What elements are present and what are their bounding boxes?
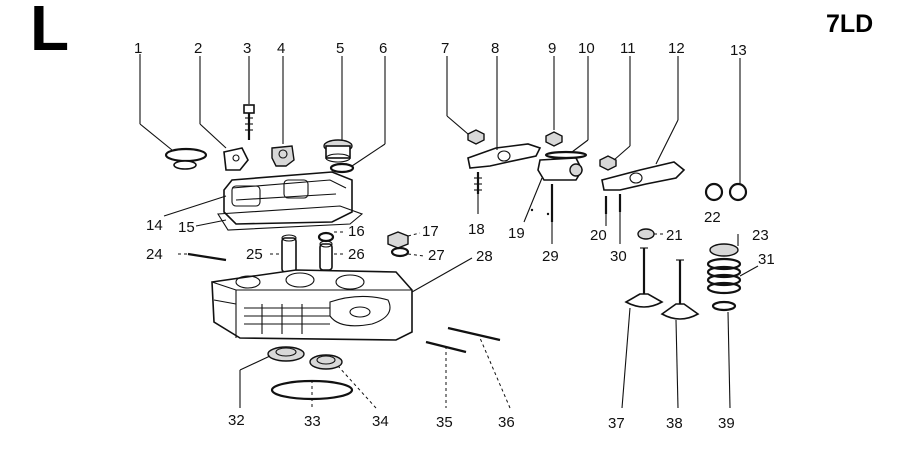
part-37-valve xyxy=(624,247,664,308)
callout-29: 29 xyxy=(542,248,559,265)
callout-1: 1 xyxy=(134,40,142,57)
part-3-bolt xyxy=(243,104,255,114)
part-39-spring-washer xyxy=(711,300,737,312)
callout-20: 20 xyxy=(590,227,607,244)
callout-2: 2 xyxy=(194,40,202,57)
callout-31: 31 xyxy=(758,251,775,268)
part-34-seat-ring xyxy=(309,354,343,370)
callout-12: 12 xyxy=(668,40,685,57)
part-21-valve-cap xyxy=(637,228,655,240)
part-17-nut xyxy=(387,231,409,249)
part-1-seal-ring xyxy=(164,147,208,163)
part-23-spring-retainer xyxy=(709,243,739,257)
callout-30: 30 xyxy=(610,248,627,265)
callout-4: 4 xyxy=(277,40,285,57)
callout-28: 28 xyxy=(476,248,493,265)
callout-32: 32 xyxy=(228,412,245,429)
callout-25: 25 xyxy=(246,246,263,263)
part-31-valve-spring xyxy=(706,257,742,295)
part-19-rocker-support xyxy=(537,157,583,181)
part-22-seal xyxy=(704,182,724,202)
leader-lines xyxy=(139,54,759,410)
callout-34: 34 xyxy=(372,413,389,430)
part-27-washer xyxy=(390,246,410,258)
callout-27: 27 xyxy=(428,247,445,264)
callout-3: 3 xyxy=(243,40,251,57)
part-15-cover-gasket xyxy=(217,205,364,231)
callout-23: 23 xyxy=(752,227,769,244)
part-16-ring xyxy=(317,231,335,243)
callout-numbers: 1 2 3 4 5 6 7 8 9 10 11 12 13 14 15 16 1… xyxy=(134,40,775,432)
part-10-shim xyxy=(544,150,588,160)
part-33-head-gasket xyxy=(270,379,354,401)
part-36-stud xyxy=(447,326,501,342)
part-6-washer xyxy=(329,162,355,174)
callout-10: 10 xyxy=(578,40,595,57)
part-7-nut xyxy=(467,129,485,145)
callout-24: 24 xyxy=(146,246,163,263)
callout-13: 13 xyxy=(730,42,747,59)
part-12-rocker-arm xyxy=(601,161,686,191)
callout-37: 37 xyxy=(608,415,625,432)
part-4-breather-fitting xyxy=(271,145,295,167)
part-8-rocker-arm xyxy=(467,143,542,169)
callout-38: 38 xyxy=(666,415,683,432)
callout-9: 9 xyxy=(548,40,556,57)
callout-19: 19 xyxy=(508,225,525,242)
section-letter: L xyxy=(30,0,69,64)
part-32-seat-ring xyxy=(267,346,305,362)
callout-17: 17 xyxy=(422,223,439,240)
callout-11: 11 xyxy=(620,40,636,57)
callout-8: 8 xyxy=(491,40,499,57)
part-28-cylinder-head xyxy=(211,269,413,341)
callout-26: 26 xyxy=(348,246,365,263)
callout-7: 7 xyxy=(441,40,449,57)
callout-35: 35 xyxy=(436,414,453,431)
callout-16: 16 xyxy=(348,223,365,240)
part-38-valve xyxy=(660,259,700,320)
callout-5: 5 xyxy=(336,40,344,57)
part-2-bracket xyxy=(223,147,249,171)
part-9-nut xyxy=(545,131,563,147)
model-code: 7LD xyxy=(826,10,873,38)
callout-14: 14 xyxy=(146,217,163,234)
callout-15: 15 xyxy=(178,219,195,236)
part-25-sleeve xyxy=(281,237,297,273)
callout-39: 39 xyxy=(718,415,735,432)
part-13-seal xyxy=(728,182,748,202)
callout-18: 18 xyxy=(468,221,485,238)
part-24-stud xyxy=(187,252,227,262)
callout-36: 36 xyxy=(498,414,515,431)
callout-6: 6 xyxy=(379,40,387,57)
callout-33: 33 xyxy=(304,413,321,430)
part-11-nut xyxy=(599,155,617,171)
callout-22: 22 xyxy=(704,209,721,226)
part-26-sleeve xyxy=(319,243,333,271)
callout-21: 21 xyxy=(666,227,683,244)
part-drawings xyxy=(164,104,748,401)
